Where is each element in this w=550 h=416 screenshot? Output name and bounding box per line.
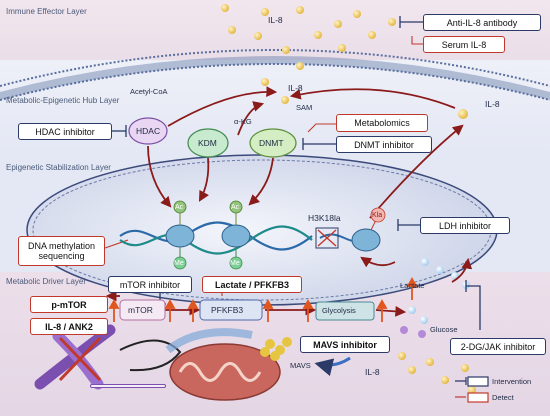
- mitochondrion: [165, 328, 281, 401]
- hdac-label: HDAC: [136, 126, 161, 136]
- glucose-label: Glucose: [430, 325, 458, 334]
- legend-detect-label: Detect: [492, 393, 514, 402]
- dna-strand: [119, 221, 381, 255]
- legend-intervention-swatch: [467, 376, 489, 387]
- mtor-label: mTOR: [128, 305, 153, 315]
- serum-il8-box[interactable]: Serum IL-8: [423, 36, 505, 53]
- dg-jak-inhibitor-box[interactable]: 2-DG/JAK inhibitor: [450, 338, 546, 355]
- mtor-node: [119, 299, 166, 321]
- acetyl-coa-label: Acetyl-CoA: [130, 87, 168, 96]
- lactate-label: Lactate: [400, 281, 425, 290]
- me-mark-2: Me: [230, 260, 240, 267]
- glucose-particles: [400, 326, 426, 338]
- legend-detect-swatch: [467, 392, 489, 403]
- mavs-label: MAVS: [290, 361, 311, 370]
- il8-top-label: IL-8: [268, 15, 283, 25]
- il8-right-label: IL-8: [485, 99, 500, 109]
- lactate-particles: [408, 258, 470, 324]
- il8-bottom-label: IL-8: [365, 367, 380, 377]
- membrane-inner-line: [0, 63, 550, 101]
- mavs-inhibitor-box[interactable]: MAVS inhibitor: [300, 336, 390, 353]
- anti-il8-antibody-box[interactable]: Anti-IL-8 antibody: [423, 14, 541, 31]
- immune-layer-title: Immune Effector Layer: [6, 7, 87, 16]
- kdm-node: [187, 128, 229, 158]
- granule-cluster: [260, 337, 292, 361]
- ac-mark-1: Ac: [175, 204, 184, 211]
- pathway-arrows: [105, 86, 473, 317]
- legend-inhibit-mark: [455, 377, 467, 385]
- legend-intervention-label: Intervention: [492, 377, 532, 386]
- me-mark-1: Me: [174, 260, 184, 267]
- chromosome: [34, 324, 182, 390]
- mavs-arrow: [314, 356, 351, 377]
- h3k18la-label: H3K18la: [308, 213, 341, 223]
- kdm-label: KDM: [198, 138, 217, 148]
- hdac-node: [128, 117, 168, 145]
- cell-membrane: [0, 56, 550, 100]
- mtor-inhibitor-box[interactable]: mTOR inhibitor: [108, 276, 192, 293]
- metabolomics-box[interactable]: Metabolomics: [336, 114, 428, 132]
- glycolysis-label: Glycolysis: [322, 306, 356, 315]
- ac-mark-2: Ac: [231, 204, 240, 211]
- histone-marks: [173, 200, 386, 270]
- glycolysis-node: [315, 301, 375, 321]
- dnmt-inhibitor-box[interactable]: DNMT inhibitor: [336, 136, 432, 153]
- dnmt-label: DNMT: [259, 138, 284, 148]
- il8-particles-bottom: [398, 352, 476, 394]
- pfkfb3-node: [199, 299, 263, 321]
- dna-methylation-seq-box[interactable]: DNA methylation sequencing: [18, 236, 105, 266]
- il8-anK2-box[interactable]: IL-8 / ANK2: [30, 318, 108, 335]
- driver-layer-title: Metabolic Driver Layer: [6, 277, 87, 286]
- p-mtor-box[interactable]: p-mTOR: [30, 296, 108, 313]
- il8-particles-top: [221, 4, 468, 119]
- hdac-inhibitor-box[interactable]: HDAC inhibitor: [18, 123, 112, 140]
- sam-label: SAM: [296, 103, 313, 112]
- il8-hub-label: IL-8: [288, 83, 303, 93]
- kla-mark: Kla: [372, 212, 383, 219]
- upregulation-arrows: [108, 277, 418, 322]
- dnmt-node: [249, 128, 297, 158]
- anK2-mutation-label: [90, 384, 166, 388]
- lactate-pfkfb3-box[interactable]: Lactate / PFKFB3: [202, 276, 302, 293]
- hub-layer-title: Metabolic-Epigenetic Hub Layer: [6, 96, 120, 105]
- ldh-inhibitor-box[interactable]: LDH inhibitor: [420, 217, 510, 234]
- membrane-outer-line: [0, 49, 550, 87]
- akg-label: α-KG: [234, 117, 252, 126]
- stabilization-layer-title: Epigenetic Stabilization Layer: [6, 163, 111, 172]
- pfkfb3-label: PFKFB3: [211, 305, 244, 315]
